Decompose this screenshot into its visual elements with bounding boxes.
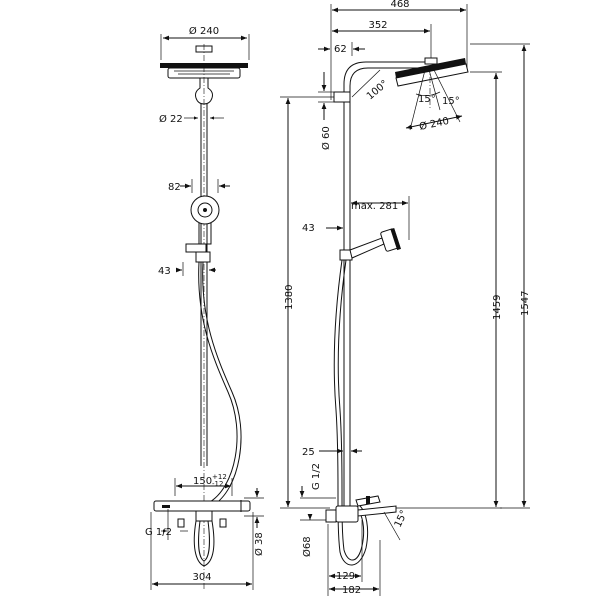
side-pipe-offset-dimension: 25 — [302, 447, 362, 458]
side-view: 468 352 62 100° — [280, 0, 531, 596]
side-head-diameter-label: Ø 240 — [418, 115, 450, 133]
front-hand-shower-width-dimension: 82 — [168, 179, 230, 193]
side-inlet-dimension: G 1/2 — [299, 463, 336, 499]
front-valve-diameter-dimension: Ø 38 — [244, 488, 265, 556]
side-depth-182-label: 182 — [342, 585, 361, 596]
side-slider-depth-label: 43 — [302, 223, 315, 234]
front-riser-pipe — [195, 78, 213, 466]
front-shower-head — [160, 44, 248, 590]
side-bracket-diameter-dimension: Ø 60 — [318, 72, 334, 150]
side-tilt-left-label: 15° — [418, 94, 436, 105]
front-head-diameter-label: Ø 240 — [189, 25, 219, 37]
side-hand-shower — [339, 227, 401, 261]
front-hose — [198, 261, 242, 507]
side-total-reach-label: 468 — [390, 0, 409, 10]
side-height-1380-dimension: 1380 — [280, 96, 334, 509]
front-total-width-dimension: 304 — [150, 512, 254, 590]
front-slider-depth-dimension: 43 — [158, 262, 216, 277]
front-spacing-tol-top: +12 — [212, 473, 227, 481]
front-slider-depth-label: 43 — [158, 266, 171, 277]
side-spout-diameter-label: Ø68 — [301, 536, 313, 557]
side-height-1459-label: 1459 — [492, 295, 503, 320]
side-depth-182-dimension: 182 — [329, 540, 381, 596]
side-height-1459-dimension: 1459 — [396, 71, 503, 509]
side-spout-diameter-dimension: Ø68 — [300, 514, 326, 557]
side-depth-129-label: 129 — [336, 571, 355, 582]
front-inlet-label: G 1/2 — [145, 527, 172, 538]
side-slider-depth-dimension: 43 — [302, 223, 343, 234]
front-total-width-label: 304 — [192, 572, 211, 583]
side-arm-reach-dimension: 352 — [332, 20, 432, 58]
front-spacing-tol-bottom: -12 — [212, 480, 223, 488]
side-depth-129-dimension: 129 — [327, 520, 363, 596]
side-hand-reach-dimension: max. 281 — [351, 196, 410, 240]
front-arm-diameter-label: Ø 22 — [159, 113, 183, 125]
front-inlet-dimension: G 1/2 — [145, 509, 188, 540]
side-arm-reach-label: 352 — [368, 20, 387, 31]
side-height-1547-label: 1547 — [520, 291, 531, 316]
side-hand-reach-label: max. 281 — [351, 201, 398, 212]
front-hand-shower-width-label: 82 — [168, 182, 181, 193]
side-shower-head: 15° 15° — [395, 57, 469, 131]
front-spacing-label: 150 — [193, 476, 212, 487]
side-total-reach-dimension: 468 — [330, 0, 468, 100]
side-arm-angle-label: 100° — [365, 78, 391, 102]
front-view: Ø 240 Ø 22 82 — [145, 25, 265, 590]
front-thermostat — [153, 500, 251, 567]
side-inlet-label: G 1/2 — [311, 463, 322, 490]
front-valve-diameter-label: Ø 38 — [253, 532, 265, 556]
side-pipe-offset-label: 25 — [302, 447, 315, 458]
side-head-diameter-dimension: Ø 240 — [405, 114, 463, 133]
front-head-diameter-dimension: Ø 240 — [160, 25, 250, 60]
side-tilt-right-label: 15° — [442, 96, 460, 107]
front-spacing-dimension: 150 +12 -12 — [174, 473, 233, 496]
side-riser-and-arm: 100° — [333, 61, 426, 510]
side-height-1547-dimension: 1547 — [470, 43, 531, 509]
side-height-1380-label: 1380 — [284, 285, 295, 310]
front-arm-diameter-dimension: Ø 22 — [159, 113, 224, 125]
side-wall-offset-dimension: 62 — [318, 42, 365, 56]
side-bracket-diameter-label: Ø 60 — [320, 126, 332, 150]
front-hand-shower — [185, 195, 220, 263]
side-wall-offset-label: 62 — [334, 44, 347, 55]
